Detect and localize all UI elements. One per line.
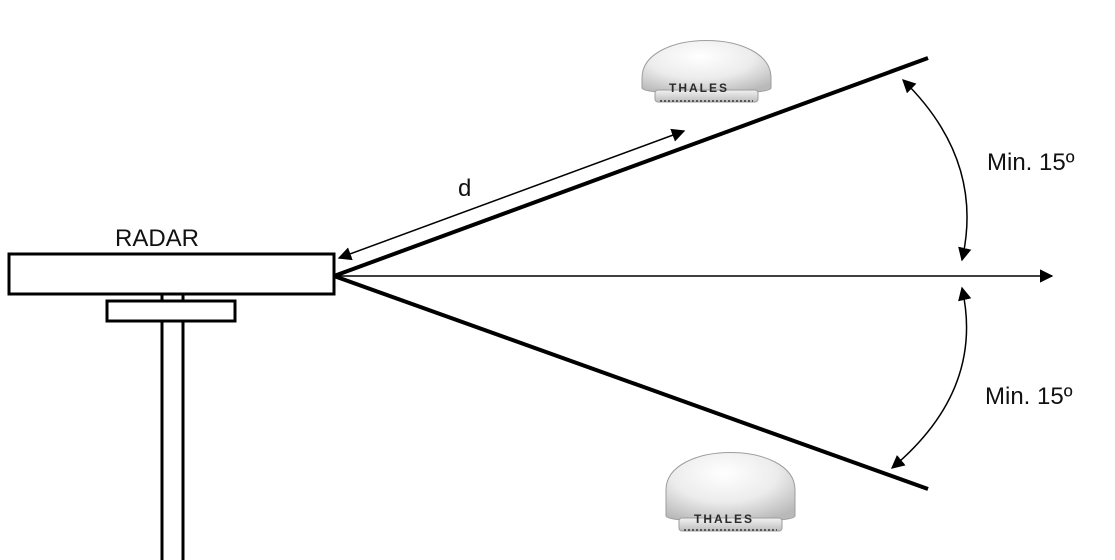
- distance-label: d: [458, 175, 471, 202]
- radar-pedestal: [105, 299, 237, 323]
- radar-mast: [160, 294, 185, 560]
- upper-angle-arc: [902, 79, 972, 262]
- upper-angle-label: Min. 15º: [987, 149, 1075, 176]
- upper-satcom-dome: THALES: [641, 40, 772, 103]
- upper-dome-brand: THALES: [669, 81, 729, 95]
- lower-satcom-dome: THALES: [665, 452, 796, 532]
- radar-antenna: [7, 252, 336, 296]
- distance-arrow: [337, 128, 686, 261]
- lower-angle-label: Min. 15º: [985, 383, 1073, 410]
- lower-angle-arc: [890, 286, 972, 469]
- lower-dome-brand: THALES: [694, 512, 754, 526]
- radar-label: RADAR: [115, 225, 199, 252]
- upper-boundary-line: [333, 56, 929, 278]
- lower-boundary-line: [333, 274, 929, 491]
